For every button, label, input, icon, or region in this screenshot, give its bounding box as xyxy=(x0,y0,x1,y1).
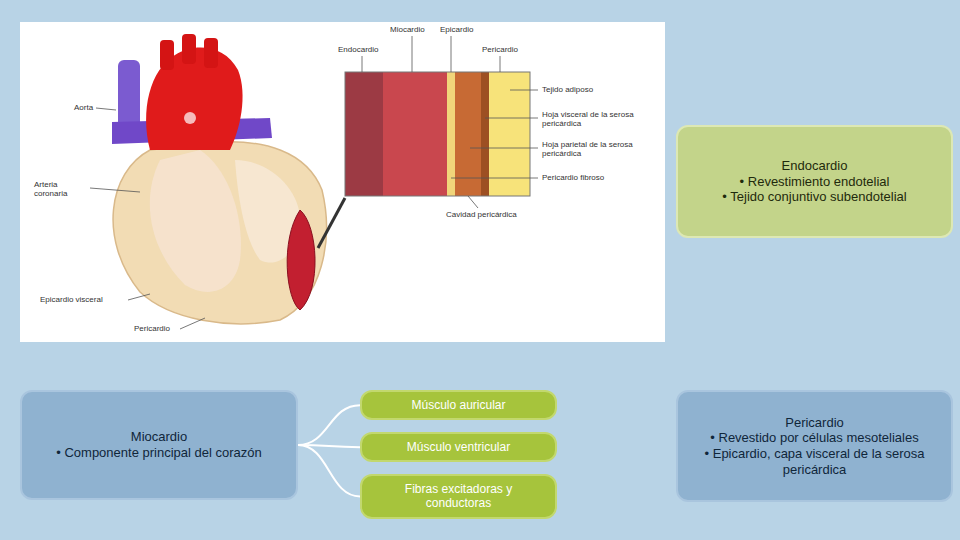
leader-lines xyxy=(90,36,538,329)
illustration-panel xyxy=(20,22,665,342)
aortic-branch xyxy=(160,40,174,70)
part-label: Tejido adiposo xyxy=(542,85,660,94)
node-bullet: • Epicardio, capa visceral de la serosa … xyxy=(692,446,937,477)
zoom-pointer xyxy=(318,198,345,248)
aortic-branch xyxy=(204,38,218,68)
part-label: Pericardio xyxy=(134,324,180,333)
node-heading: Músculo ventricular xyxy=(407,440,510,454)
bracket-connector xyxy=(298,405,360,445)
vessel-highlight xyxy=(184,112,196,124)
node-bullet: • Revestimiento endotelial xyxy=(740,174,890,190)
node-bullet: • Componente principal del corazón xyxy=(56,445,261,461)
node-bullet: • Tejido conjuntivo subendotelial xyxy=(722,189,906,205)
node-heading: Fibras excitadoras y conductoras xyxy=(376,482,541,511)
muscle-box: Músculo ventricular xyxy=(360,432,557,462)
layer-box: Endocardio• Revestimiento endotelial• Te… xyxy=(676,125,953,238)
part-label: Hoja parietal de la serosa pericárdica xyxy=(542,140,660,158)
part-label: Endocardio xyxy=(338,45,388,54)
part-label: Miocardio xyxy=(390,25,436,34)
part-label: Pericardio fibroso xyxy=(542,173,660,182)
muscle-box: Músculo auricular xyxy=(360,390,557,420)
layer-box: Miocardio• Componente principal del cora… xyxy=(20,390,298,500)
part-label: Aorta xyxy=(74,103,98,112)
node-heading: Miocardio xyxy=(131,429,187,445)
node-heading: Pericardio xyxy=(785,415,844,431)
part-label: Cavidad pericárdica xyxy=(446,210,536,219)
fibrous-pericardium-layer xyxy=(489,72,530,196)
bracket-connector xyxy=(298,445,360,496)
part-label: Epicardio xyxy=(440,25,482,34)
myocardium-layer xyxy=(383,72,447,196)
node-bullet: • Revestido por células mesoteliales xyxy=(710,430,918,446)
heart-body xyxy=(113,142,326,324)
muscle-box: Fibras excitadoras y conductoras xyxy=(360,474,557,519)
node-heading: Músculo auricular xyxy=(411,398,505,412)
wall-cutout xyxy=(287,210,315,310)
ventricle-surface xyxy=(150,150,241,292)
pericardial-cavity-layer xyxy=(455,72,481,196)
vena-cava xyxy=(118,60,140,130)
layer-frame xyxy=(345,72,530,196)
layer-box: Pericardio• Revestido por células mesote… xyxy=(676,390,953,502)
part-label: Pericardio xyxy=(482,45,528,54)
part-label: Arteria coronaria xyxy=(34,180,90,198)
part-label: Hoja visceral de la serosa pericárdica xyxy=(542,110,660,128)
endocardium-layer xyxy=(345,72,383,196)
aortic-branch xyxy=(182,34,196,64)
parietal-layer xyxy=(481,72,489,196)
epicardium-layer xyxy=(447,72,455,196)
part-label: Epicardio visceral xyxy=(40,295,128,304)
node-heading: Endocardio xyxy=(782,158,848,174)
